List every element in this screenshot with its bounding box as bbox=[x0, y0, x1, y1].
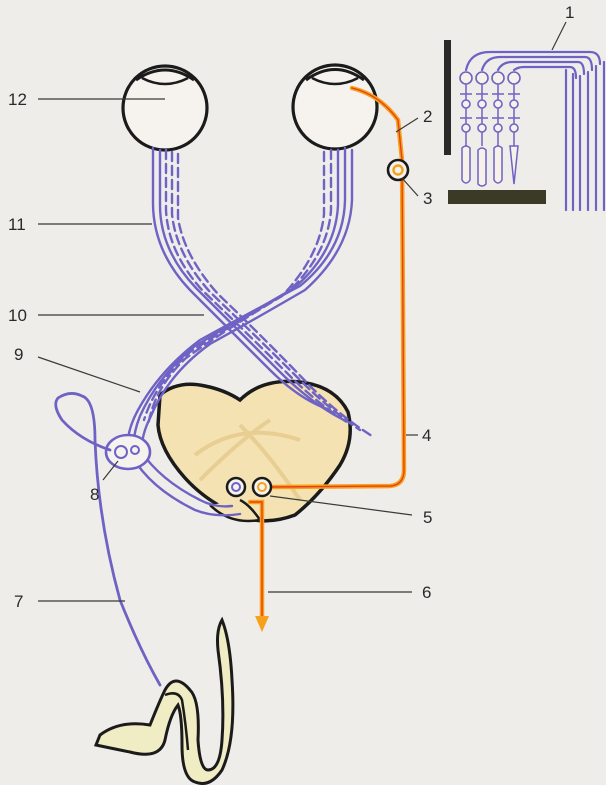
label-12: 12 bbox=[8, 90, 27, 109]
ganglion-3 bbox=[388, 160, 408, 180]
retina-bar bbox=[444, 40, 451, 155]
orange-pathway bbox=[250, 88, 404, 632]
label-10: 10 bbox=[8, 306, 27, 325]
label-2: 2 bbox=[423, 107, 432, 126]
label-6: 6 bbox=[422, 583, 431, 602]
pigment-layer bbox=[448, 190, 546, 204]
retina-inset bbox=[444, 40, 604, 210]
label-8: 8 bbox=[90, 485, 99, 504]
ganglion-8 bbox=[106, 435, 150, 469]
right-eye bbox=[293, 65, 377, 149]
label-5: 5 bbox=[423, 508, 432, 527]
number-labels: 1 2 3 4 5 6 7 8 9 10 11 12 bbox=[8, 3, 574, 611]
label-3: 3 bbox=[423, 189, 432, 208]
label-4: 4 bbox=[422, 426, 431, 445]
bottom-structure bbox=[96, 620, 233, 784]
receptor-columns bbox=[460, 72, 520, 186]
left-eye bbox=[123, 66, 207, 150]
label-11: 11 bbox=[8, 215, 26, 234]
efferent-nerve-7 bbox=[56, 393, 160, 685]
label-1: 1 bbox=[565, 3, 574, 22]
label-7: 7 bbox=[14, 592, 23, 611]
label-9: 9 bbox=[14, 345, 23, 364]
